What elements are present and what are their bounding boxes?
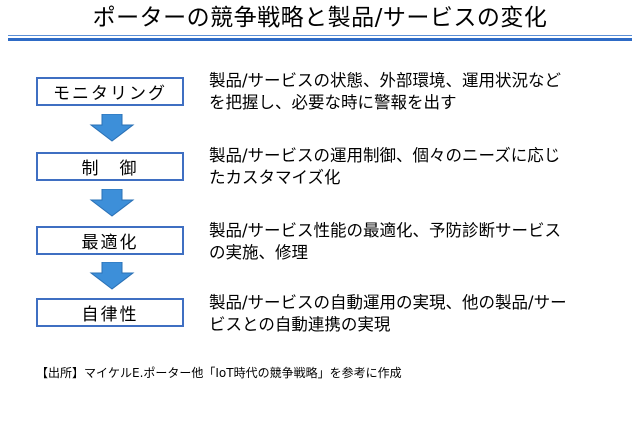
stage-label: 自律性: [81, 305, 139, 325]
source-note: 【出所】マイケルE.ポーター他「IoT時代の競争戦略」を参考に作成: [36, 366, 402, 380]
stage-label: 最適化: [81, 233, 139, 253]
stage-description-optimization: 製品/サービス性能の最適化、予防診断サービス の実施、修理: [209, 220, 629, 264]
stage-description-monitoring: 製品/サービスの状態、外部環境、運用状況など を把握し、必要な時に警報を出す: [209, 70, 629, 114]
stage-description-control: 製品/サービスの運用制御、個々のニーズに応じ たカスタマイズ化: [209, 145, 629, 189]
description-line: 製品/サービスの運用制御、個々のニーズに応じ: [209, 146, 561, 165]
description-line: 製品/サービス性能の最適化、予防診断サービス: [209, 221, 562, 240]
stage-label: モニタリング: [53, 84, 167, 104]
description-line: の実施、修理: [209, 243, 308, 262]
page-title: ポーターの競争戦略と製品/サービスの変化: [92, 5, 548, 31]
stage-box-optimization: 最適化: [36, 226, 184, 255]
title-rule-thick: [8, 38, 632, 41]
description-line: 製品/サービスの状態、外部環境、運用状況など: [209, 71, 562, 90]
down-arrow-icon: [89, 114, 135, 142]
stage-box-monitoring: モニタリング: [36, 77, 184, 106]
down-arrow-icon: [89, 262, 135, 290]
description-line: たカスタマイズ化: [209, 168, 341, 187]
description-line: 製品/サービスの自動運用の実現、他の製品/サー: [209, 293, 567, 312]
stage-box-autonomy: 自律性: [36, 298, 184, 327]
stage-description-autonomy: 製品/サービスの自動運用の実現、他の製品/サー ビスとの自動連携の実現: [209, 292, 629, 336]
description-line: ビスとの自動連携の実現: [209, 315, 391, 334]
stage-label: 制 御: [81, 159, 139, 179]
down-arrow-icon: [89, 189, 135, 217]
title-rule-thin: [8, 35, 632, 36]
stage-box-control: 制 御: [36, 152, 184, 181]
description-line: を把握し、必要な時に警報を出す: [209, 93, 457, 112]
